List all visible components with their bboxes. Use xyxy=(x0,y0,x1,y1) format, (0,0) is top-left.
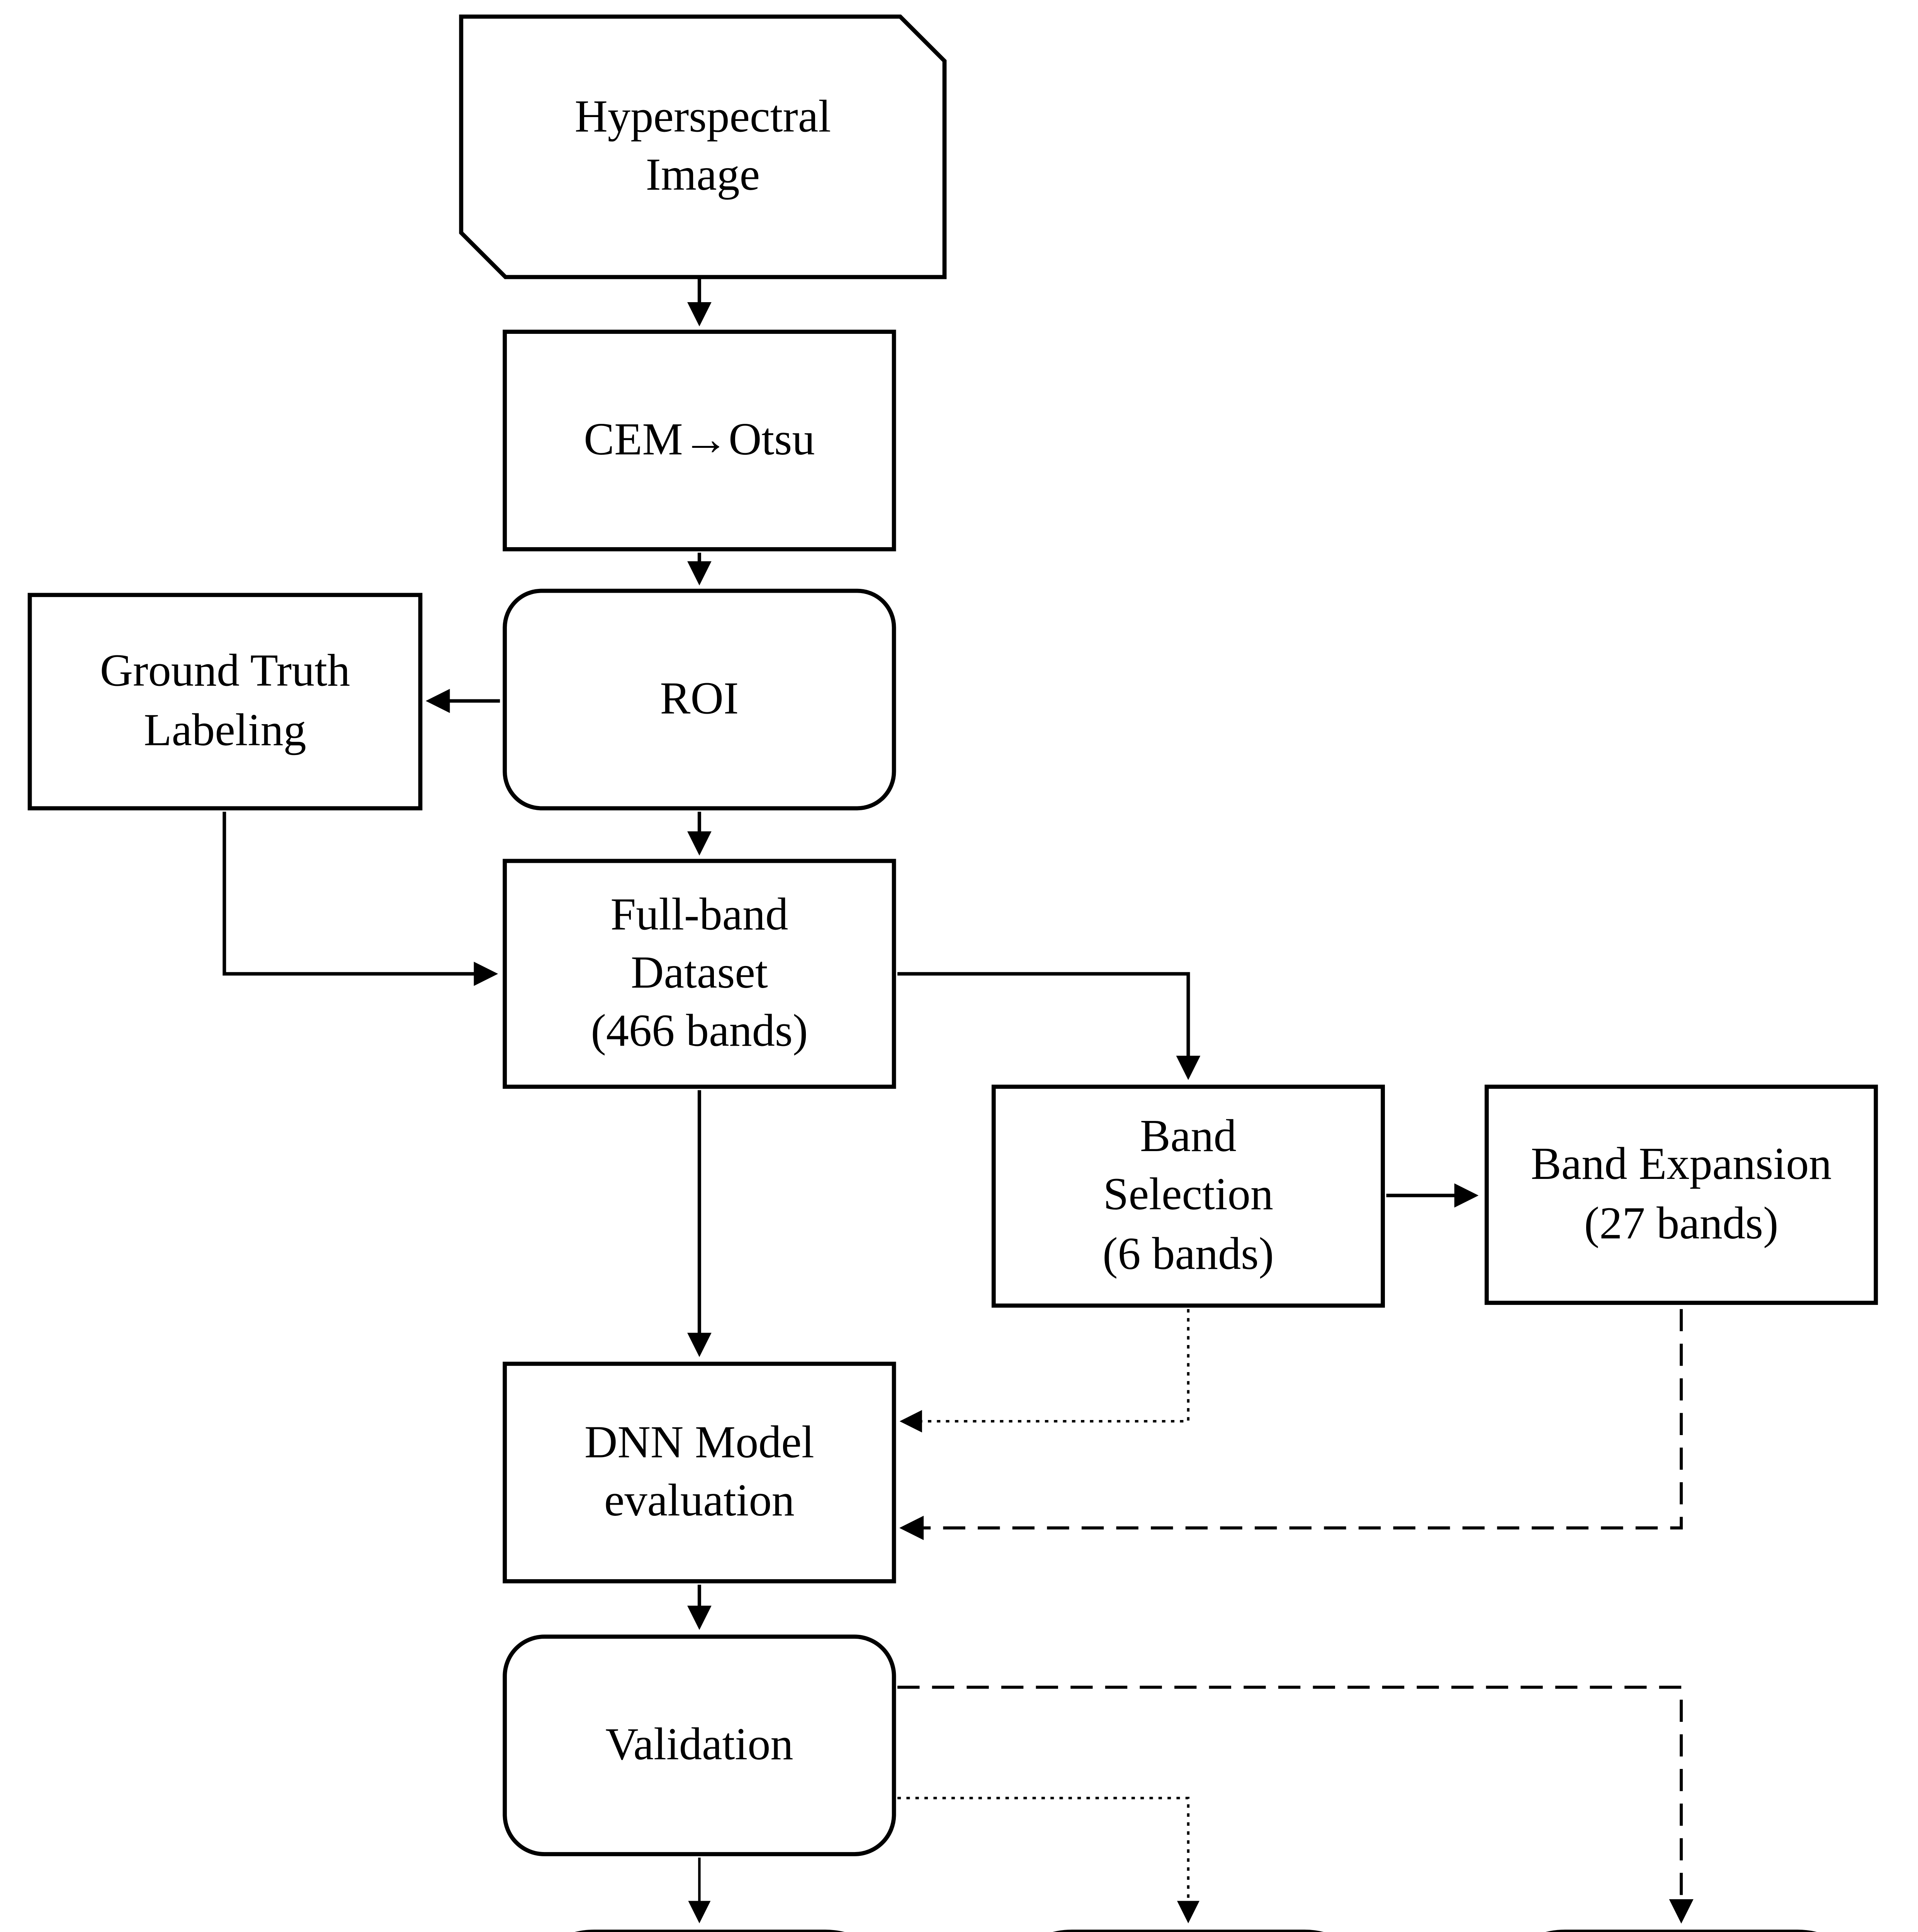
node-hyperspectral-image: Hyperspectral Image xyxy=(461,17,945,277)
node-band-selection: Band Selection (6 bands) xyxy=(991,1085,1385,1308)
node-full-band-dataset-label: Full-band Dataset (466 bands) xyxy=(591,890,808,1057)
node-hyperspectral-image-label: Hyperspectral Image xyxy=(574,92,831,201)
node-cem-otsu-label: CEM→Otsu xyxy=(584,415,815,466)
node-ground-truth-labeling-label: Ground Truth Labeling xyxy=(100,647,350,756)
edge-validation-to-band-expansion-dnn-model-line xyxy=(897,1685,1694,1924)
node-roi: ROI xyxy=(503,588,896,811)
node-roi-label: ROI xyxy=(660,674,739,724)
node-validation-label: Validation xyxy=(605,1720,793,1770)
node-validation: Validation xyxy=(503,1634,896,1856)
edge-validation-to-band-selection-dnn-model-line xyxy=(897,1797,1199,1923)
node-dnn-model-evaluation-label: DNN Model evaluation xyxy=(584,1418,814,1527)
node-cem-otsu: CEM→Otsu xyxy=(503,330,896,551)
node-band-expansion-label: Band Expansion (27 bands) xyxy=(1531,1140,1832,1249)
node-full-band-dataset: Full-band Dataset (466 bands) xyxy=(503,859,896,1089)
hyperspectral-image-shape xyxy=(459,14,947,279)
node-band-expansion: Band Expansion (27 bands) xyxy=(1485,1085,1878,1305)
node-ground-truth-labeling: Ground Truth Labeling xyxy=(27,593,423,811)
edge-band-expansion-to-dnn-evaluation-line xyxy=(899,1309,1683,1540)
node-band-selection-label: Band Selection (6 bands) xyxy=(1103,1112,1274,1280)
edge-ground-truth-to-full-band-dataset-line xyxy=(223,811,498,986)
edge-band-selection-to-dnn-evaluation-line xyxy=(899,1309,1190,1433)
node-dnn-model-evaluation: DNN Model evaluation xyxy=(503,1362,896,1583)
edge-full-band-dataset-to-band-selection-line xyxy=(897,972,1201,1080)
